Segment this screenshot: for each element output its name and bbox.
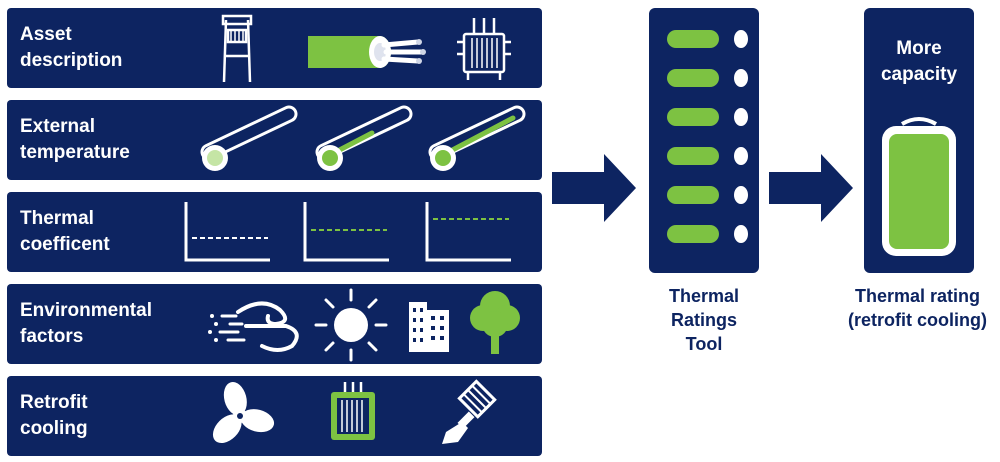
- thermal-ratings-tool-panel: [649, 8, 759, 273]
- row-label-line: coefficent: [20, 234, 110, 255]
- row-label: Thermal coefficent: [20, 206, 110, 258]
- row-label: Retrofit cooling: [20, 390, 88, 442]
- graph-low-icon: [184, 202, 270, 262]
- row-label-line: cooling: [20, 418, 88, 439]
- right-arrow-icon: [769, 154, 853, 222]
- right-arrow-icon: [552, 154, 636, 222]
- row-thermal-coefficient: Thermal coefficent: [7, 192, 542, 272]
- row-retrofit-cooling: Retrofit cooling: [7, 376, 542, 456]
- buildings-icon: [409, 302, 449, 352]
- row-label-line: Thermal: [20, 208, 94, 229]
- graph-high-icon: [425, 202, 511, 262]
- thermometer-low-icon: [200, 105, 298, 171]
- label-line: capacity: [880, 64, 958, 85]
- row-label-line: External: [20, 116, 95, 137]
- row-label-line: Environmental: [20, 300, 152, 321]
- thermal-rating-panel: More capacity: [864, 8, 974, 273]
- caption-line: Ratings: [670, 310, 737, 330]
- row-label-line: Retrofit: [20, 392, 88, 413]
- caption-line: (retrofit cooling): [848, 310, 987, 330]
- caption-line: Tool: [685, 334, 723, 354]
- row-asset-description: Asset description: [7, 8, 542, 88]
- thermometer-high-icon: [428, 105, 526, 171]
- transmission-tower-icon: [221, 14, 253, 83]
- row-label: External temperature: [20, 114, 130, 166]
- thermometer-medium-icon: [315, 105, 413, 171]
- row-label-line: temperature: [20, 142, 130, 163]
- row-label-line: Asset: [20, 24, 72, 45]
- sun-icon: [314, 288, 388, 362]
- row-environmental-factors: Environmental factors: [7, 284, 542, 364]
- row-external-temperature: External temperature: [7, 100, 542, 180]
- server-rack-icon: [667, 30, 748, 243]
- row-label-line: description: [20, 50, 123, 71]
- battery-full-icon: [882, 117, 956, 256]
- cable-icon: [308, 36, 426, 68]
- graph-medium-icon: [303, 202, 389, 262]
- caption-line: Thermal rating: [854, 286, 981, 306]
- caption-line: Thermal: [668, 286, 740, 306]
- row-label: Asset description: [20, 22, 122, 74]
- wind-icon: [208, 301, 299, 352]
- thermal-rating-caption: Thermal rating (retrofit cooling): [820, 284, 1000, 332]
- label-line: More: [896, 38, 942, 59]
- tree-icon: [470, 291, 520, 354]
- fan-icon: [212, 381, 275, 444]
- paint-brush-icon: [442, 379, 497, 444]
- thermal-ratings-tool-caption: Thermal Ratings Tool: [630, 284, 778, 356]
- row-label-line: factors: [20, 326, 84, 347]
- row-label: Environmental factors: [20, 298, 152, 350]
- cooled-transformer-icon: [331, 382, 375, 440]
- transformer-icon: [457, 18, 511, 80]
- more-capacity-label: More capacity: [864, 36, 974, 88]
